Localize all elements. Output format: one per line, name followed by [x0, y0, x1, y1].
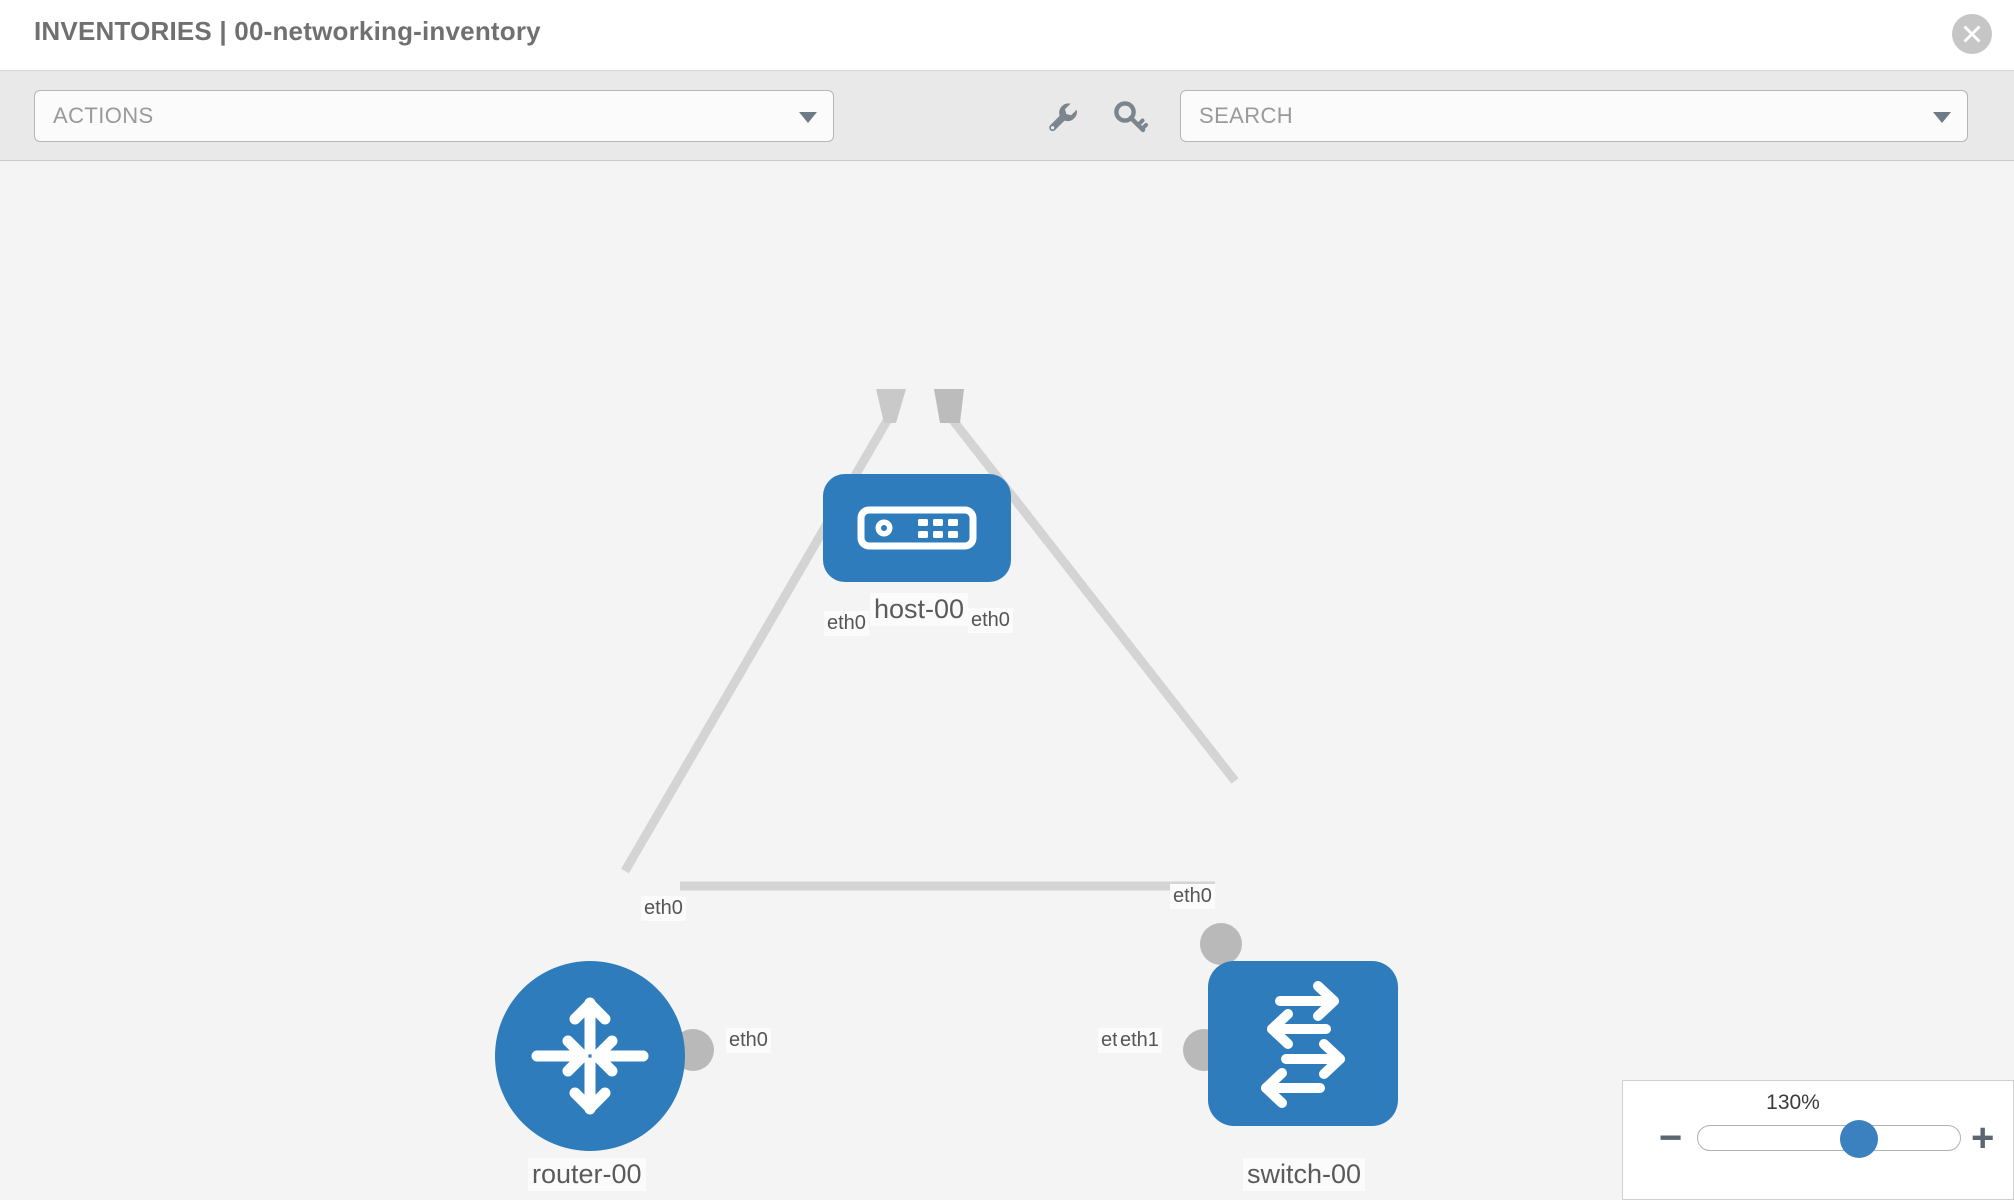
- node-label-host-00: host-00: [870, 593, 969, 626]
- topology-canvas[interactable]: host-00 eth0 eth0: [0, 161, 2014, 1200]
- port-label-router-right: eth0: [726, 1028, 771, 1053]
- node-switch-00[interactable]: [1208, 961, 1398, 1126]
- port-dot-switch-top[interactable]: [1200, 923, 1242, 965]
- topology-graph: host-00 eth0 eth0: [0, 161, 2014, 1200]
- chevron-down-icon: [799, 112, 817, 123]
- close-icon[interactable]: [1952, 14, 1992, 54]
- host-node-shape: [823, 474, 1011, 582]
- port-label-host-right: eth0: [968, 608, 1013, 633]
- switch-node-shape: [1208, 961, 1398, 1126]
- wrench-icon[interactable]: [1040, 95, 1084, 139]
- port-label-router-up: eth0: [641, 896, 686, 921]
- actions-dropdown-label: ACTIONS: [53, 103, 154, 128]
- router-arrows-icon: [531, 997, 649, 1115]
- node-host-00[interactable]: [823, 474, 1011, 582]
- search-input[interactable]: SEARCH: [1180, 90, 1968, 142]
- zoom-slider-thumb[interactable]: [1840, 1120, 1878, 1158]
- page-title: INVENTORIES | 00-networking-inventory: [34, 16, 541, 46]
- chevron-down-icon: [1933, 112, 1951, 123]
- actions-dropdown[interactable]: ACTIONS: [34, 90, 834, 142]
- node-router-00[interactable]: [495, 961, 685, 1151]
- window-header: INVENTORIES | 00-networking-inventory: [0, 0, 2014, 71]
- node-label-router-00: router-00: [528, 1158, 646, 1191]
- server-icon: [857, 506, 977, 550]
- toolbar: ACTIONS SEARCH: [0, 71, 2014, 161]
- key-icon[interactable]: [1108, 95, 1152, 139]
- node-label-switch-00: switch-00: [1243, 1158, 1366, 1191]
- search-placeholder: SEARCH: [1199, 103, 1294, 128]
- zoom-slider[interactable]: [1697, 1120, 1961, 1158]
- host-port-stub-left: [876, 389, 906, 423]
- topology-links: [621, 389, 1239, 891]
- zoom-control-panel: 130% − +: [1622, 1080, 2014, 1200]
- zoom-level-label: 130%: [1766, 1091, 1820, 1114]
- router-node-shape: [495, 961, 685, 1151]
- host-port-stub-right: [934, 389, 964, 423]
- port-label-switch-left: eth1: [1117, 1028, 1162, 1053]
- port-label-switch-up: eth0: [1170, 884, 1215, 909]
- port-label-host-left: eth0: [824, 611, 869, 636]
- zoom-in-button[interactable]: +: [1971, 1116, 1995, 1160]
- zoom-out-button[interactable]: −: [1659, 1116, 1683, 1160]
- switch-arrows-icon: [1261, 981, 1345, 1108]
